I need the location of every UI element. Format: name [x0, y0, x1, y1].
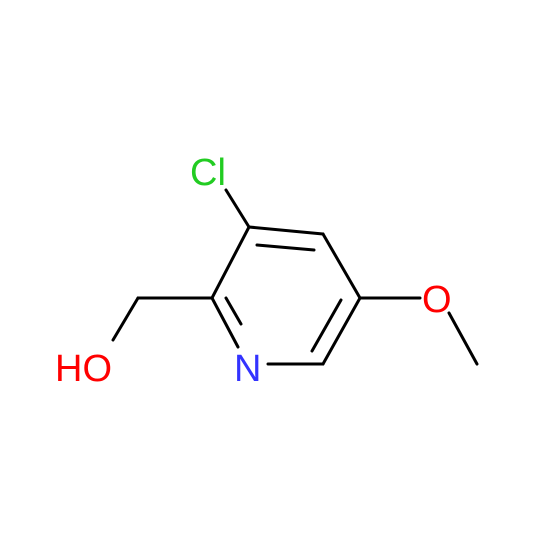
bond-n-c2-double [224, 296, 243, 326]
bond-ch2-oh [111, 296, 140, 342]
bond-c5-c6 [321, 296, 362, 366]
bond-c3-c4-double [255, 243, 316, 252]
bond-c2-c3 [210, 225, 251, 300]
bonds [111, 188, 479, 366]
bond-c3-c4 [247, 225, 325, 236]
bond-c4-c5 [321, 232, 362, 300]
nitrogen-label: N [234, 348, 261, 390]
bond-n-c2 [210, 296, 240, 349]
bond-c3-cl [224, 188, 251, 229]
chlorine-label: Cl [190, 152, 226, 194]
bond-o-ch3 [447, 311, 479, 366]
bond-c5-c6-double [310, 298, 343, 353]
ether-oxygen-label: O [422, 279, 452, 321]
hydroxyl-label: HO [55, 348, 112, 390]
